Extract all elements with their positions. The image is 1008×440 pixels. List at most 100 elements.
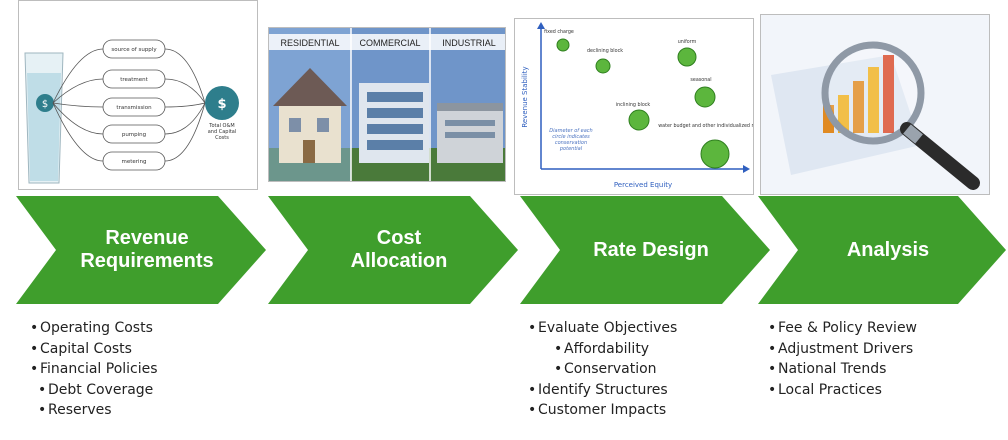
step-analysis: Analysis	[758, 196, 1006, 304]
cost-component-label: pumping	[122, 132, 146, 138]
revenue-requirements-image: $ source of supply treatment transmission p…	[18, 0, 258, 190]
list-item-text: National Trends	[778, 361, 887, 377]
total-label-3: Costs	[215, 135, 229, 141]
cost-component-label: metering	[121, 159, 146, 165]
list-item: •Affordability	[528, 339, 677, 360]
rate-structure-point	[556, 38, 570, 52]
list-item: •Reserves	[30, 400, 158, 421]
cost-component-label: transmission	[116, 105, 152, 111]
total-label-1: Total O&M	[208, 123, 234, 129]
bullet-icon: •	[30, 361, 39, 377]
rate-structure-point	[595, 58, 611, 74]
rate-structure-point	[694, 86, 716, 108]
bullet-icon: •	[38, 381, 47, 398]
list-item-text: Reserves	[48, 402, 112, 418]
rate-design-list: •Evaluate Objectives•Affordability•Conse…	[528, 318, 677, 421]
total-label-2: and Capital	[208, 129, 237, 135]
rate-structure-point	[628, 109, 650, 131]
magnifier-icon	[821, 41, 925, 145]
rate-structure-point	[700, 139, 730, 169]
bullet-icon: •	[768, 381, 777, 398]
list-item-text: Adjustment Drivers	[778, 340, 914, 357]
step-label: Revenue Requirements	[80, 227, 214, 272]
list-item: •Conservation	[528, 359, 677, 380]
list-item-text: Conservation	[564, 361, 657, 377]
list-item-text: Evaluate Objectives	[538, 320, 678, 336]
bullet-icon: •	[768, 340, 777, 357]
list-item: •Debt Coverage	[30, 380, 158, 401]
label-industrial: INDUSTRIAL	[442, 38, 496, 48]
list-item-text: Local Practices	[778, 381, 882, 398]
step-label: Rate Design	[593, 238, 709, 261]
cost-component-box	[102, 151, 166, 171]
list-item: •Operating Costs	[30, 318, 158, 339]
list-item: •Capital Costs	[30, 339, 158, 360]
total-cost-dollar-icon	[205, 86, 239, 120]
bullet-icon: •	[768, 361, 777, 377]
y-axis-label: Revenue Stability	[521, 66, 529, 127]
bullet-icon: •	[768, 320, 777, 336]
rate-structure-label: water budget and other individualized ra…	[658, 123, 754, 129]
list-item-text: Capital Costs	[40, 340, 132, 357]
list-item-text: Fee & Policy Review	[778, 320, 918, 336]
label-commercial: COMMERCIAL	[359, 38, 420, 48]
list-item-text: Customer Impacts	[538, 402, 667, 418]
analysis-image	[760, 14, 990, 195]
residential-house-image	[273, 68, 347, 163]
rate-structure-label: uniform	[678, 39, 697, 45]
note-line-1: Diameter of each	[549, 128, 592, 134]
list-item-text: Operating Costs	[40, 320, 153, 336]
svg-text:$: $	[42, 99, 48, 110]
bullet-icon: •	[30, 340, 39, 357]
cost-component-label: treatment	[120, 77, 148, 83]
step-label: Cost Allocation	[350, 227, 448, 272]
cost-component-box	[102, 97, 166, 117]
bullet-icon: •	[528, 381, 537, 398]
list-item-text: Financial Policies	[40, 361, 158, 377]
list-item: •Evaluate Objectives	[528, 318, 677, 339]
list-item: •Local Practices	[768, 380, 917, 401]
rate-structure-label: inclining block	[616, 102, 651, 108]
step-revenue-requirements: Revenue Requirements	[16, 196, 266, 304]
note-line-2: circle indicates	[552, 134, 590, 140]
list-item-text: Identify Structures	[538, 381, 668, 398]
list-item: •Fee & Policy Review	[768, 318, 917, 339]
step-label: Analysis	[846, 238, 930, 261]
rate-structure-point	[677, 47, 697, 67]
bar-chart-icon	[823, 55, 894, 133]
label-residential: RESIDENTIAL	[280, 38, 339, 48]
svg-text:$: $	[217, 97, 226, 112]
cost-component-box	[102, 69, 166, 89]
step-cost-allocation: Cost Allocation	[268, 196, 518, 304]
bullet-icon: •	[528, 320, 537, 336]
list-item: •Customer Impacts	[528, 400, 677, 421]
x-axis-label: Perceived Equity	[614, 181, 672, 189]
commercial-building-image	[359, 83, 429, 163]
water-glass-icon	[24, 52, 64, 184]
list-item-text: Affordability	[564, 340, 650, 357]
note-line-3: conservation	[555, 140, 587, 146]
cost-component-box	[102, 39, 166, 59]
cost-component-label: source of supply	[111, 47, 157, 53]
bullet-icon: •	[38, 402, 47, 418]
list-item: •Financial Policies	[30, 359, 158, 380]
bullet-icon: •	[30, 320, 39, 336]
drop-dollar-icon	[36, 94, 54, 112]
rate-structure-label: declining block	[587, 48, 623, 54]
note-line-4: potential	[559, 146, 583, 152]
bullet-icon: •	[554, 361, 563, 377]
cost-component-box	[102, 124, 166, 144]
rate-structure-label: fixed charge	[544, 29, 574, 35]
step-rate-design: Rate Design	[520, 196, 770, 304]
list-item-text: Debt Coverage	[48, 381, 154, 398]
industrial-building-image	[437, 103, 503, 163]
analysis-list: •Fee & Policy Review•Adjustment Drivers•…	[768, 318, 917, 400]
list-item: •Adjustment Drivers	[768, 339, 917, 360]
revenue-requirements-list: •Operating Costs•Capital Costs•Financial…	[30, 318, 158, 421]
bullet-icon: •	[554, 340, 563, 357]
rate-structure-label: seasonal	[690, 77, 711, 83]
bullet-icon: •	[528, 402, 537, 418]
list-item: •Identify Structures	[528, 380, 677, 401]
cost-allocation-image: RESIDENTIAL COMMERCIAL INDUSTRIAL	[268, 27, 506, 182]
list-item: •National Trends	[768, 359, 917, 380]
